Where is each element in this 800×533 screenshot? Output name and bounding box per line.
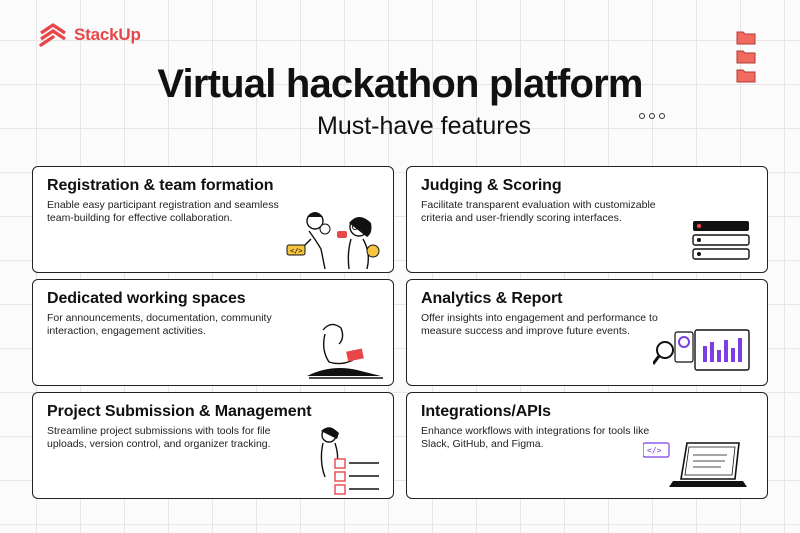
decorative-dots-icon <box>639 113 665 119</box>
folder-icon <box>736 31 756 45</box>
feature-card-judging[interactable]: Judging & Scoring Facilitate transparent… <box>406 166 768 273</box>
folder-icon <box>736 50 756 64</box>
brand-logo[interactable]: StackUp <box>38 22 141 48</box>
folder-icon <box>736 69 756 83</box>
feature-card-integrations[interactable]: Integrations/APIs Enhance workflows with… <box>406 392 768 499</box>
page-subtitle: Must-have features <box>317 112 531 140</box>
card-title: Analytics & Report <box>421 290 563 307</box>
card-description: Enhance workflows with integrations for … <box>421 425 650 450</box>
feature-card-project-submission[interactable]: Project Submission & Management Streamli… <box>32 392 394 499</box>
laptop-code-illustration: </> <box>643 442 747 487</box>
brand-name: StackUp <box>74 25 141 44</box>
folder-icons <box>736 30 756 83</box>
card-title: Integrations/APIs <box>421 403 551 420</box>
stackup-logo-icon <box>39 23 66 47</box>
card-description: Facilitate transparent evaluation with c… <box>421 199 656 224</box>
card-title: Project Submission & Management <box>47 403 312 420</box>
feature-card-working-spaces[interactable]: Dedicated working spaces For announcemen… <box>32 279 394 386</box>
analytics-chart-illustration <box>653 329 750 371</box>
card-title: Judging & Scoring <box>421 177 562 194</box>
person-laptop-illustration <box>307 323 383 379</box>
svg-text:</>: </> <box>647 446 662 455</box>
card-title: Dedicated working spaces <box>47 290 246 307</box>
card-description: Offer insights into engagement and perfo… <box>421 312 658 337</box>
team-collaboration-illustration: </> <box>286 212 380 270</box>
card-description: Enable easy participant registration and… <box>47 199 279 224</box>
checklist-illustration <box>320 427 379 495</box>
card-description: Streamline project submissions with tool… <box>47 425 271 450</box>
svg-text:</>: </> <box>290 247 303 255</box>
card-description: For announcements, documentation, commun… <box>47 312 272 337</box>
card-title: Registration & team formation <box>47 177 274 194</box>
scoring-list-illustration <box>692 221 750 260</box>
feature-card-analytics[interactable]: Analytics & Report Offer insights into e… <box>406 279 768 386</box>
feature-card-registration[interactable]: Registration & team formation Enable eas… <box>32 166 394 273</box>
page-title: Virtual hackathon platform <box>157 62 643 106</box>
